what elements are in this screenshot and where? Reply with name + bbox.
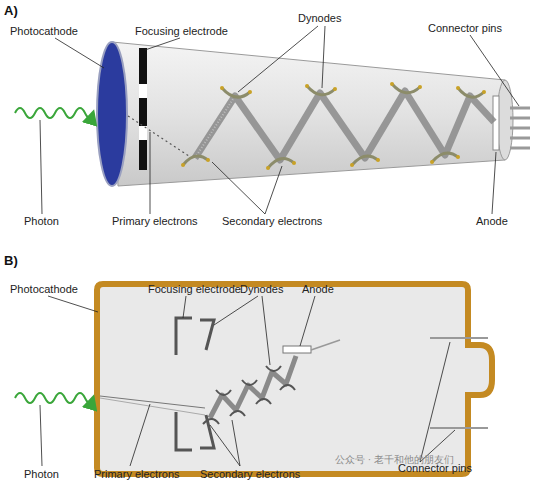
- tube-envelope: [97, 284, 492, 474]
- connector-pins: [510, 108, 530, 148]
- part-label: Secondary electrons: [222, 215, 322, 228]
- focusing-electrode: [139, 48, 147, 170]
- connector-pins: [430, 338, 488, 428]
- focusing-electrode: [176, 318, 214, 450]
- part-label: Dynodes: [298, 12, 341, 25]
- glass-tube: [112, 42, 505, 186]
- part-label: Secondary electrons: [200, 468, 300, 481]
- part-label: Photocathode: [10, 25, 78, 38]
- secondary-electron-cascade: [210, 356, 296, 418]
- part-label: Focusing electrode: [148, 283, 241, 296]
- part-label: Anode: [476, 215, 508, 228]
- leader-line: [40, 26, 519, 214]
- part-label: Primary electrons: [112, 215, 198, 228]
- photon-wave: [15, 108, 93, 118]
- part-label: Dynodes: [240, 283, 283, 296]
- leader-line: [40, 296, 455, 466]
- anode-plate: [493, 96, 499, 150]
- anode-wire: [311, 340, 340, 350]
- part-label: Connector pins: [428, 22, 502, 35]
- part-label: Focusing electrode: [135, 25, 228, 38]
- panel-letter: B): [4, 254, 18, 267]
- photocathode-disc: [97, 42, 127, 186]
- secondary-electron-cascade: [195, 91, 494, 160]
- primary-electron-path: [128, 116, 192, 158]
- panel-letter: A): [4, 4, 18, 17]
- part-label: Photon: [24, 468, 59, 481]
- watermark: 公众号 · 老千和他的朋友们: [335, 453, 454, 466]
- part-label: Anode: [302, 283, 334, 296]
- dynode: [203, 366, 295, 424]
- part-label: Primary electrons: [94, 468, 180, 481]
- dynode: [183, 84, 484, 168]
- secondary-electron-spiral: [195, 96, 235, 158]
- primary-electron-path: [100, 398, 205, 415]
- anode-plate: [283, 346, 311, 353]
- part-label: Photocathode: [10, 283, 78, 296]
- part-label: Photon: [24, 215, 59, 228]
- dynode-tip: [181, 82, 486, 170]
- photon-wave: [15, 393, 93, 403]
